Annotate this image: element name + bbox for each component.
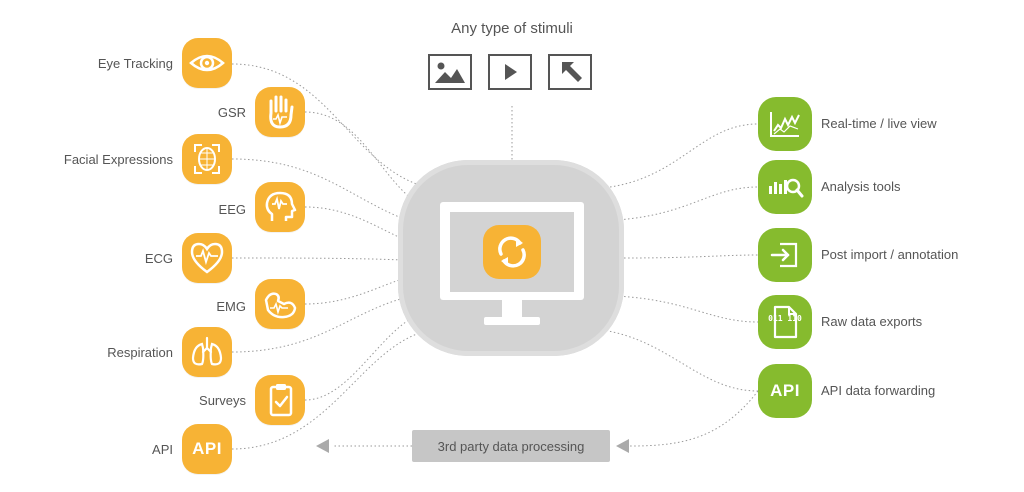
hand-gsr-icon xyxy=(255,87,305,137)
connector-line xyxy=(623,254,759,259)
output-real-time-view: Real-time / live view xyxy=(758,97,998,151)
input-label: GSR xyxy=(217,105,246,120)
connector-line xyxy=(601,329,759,392)
sync-arrows-icon xyxy=(483,225,541,279)
input-emg: EMG xyxy=(0,279,305,329)
input-facial-expressions: Facial Expressions xyxy=(0,134,232,184)
connector-line xyxy=(304,277,407,305)
output-label: Real-time / live view xyxy=(821,116,937,131)
output-label: Post import / annotation xyxy=(821,247,959,262)
monitor-base xyxy=(484,317,540,325)
clipboard-check-icon xyxy=(255,375,305,425)
output-label: Analysis tools xyxy=(821,179,901,194)
third-party-processing-box: 3rd party data processing xyxy=(412,430,610,462)
output-post-import: Post import / annotation xyxy=(758,228,998,282)
connector-line xyxy=(615,186,759,221)
cursor-stimulus-icon xyxy=(548,54,592,90)
input-ecg: ECG xyxy=(0,233,232,283)
binary-file-icon: 011 110 xyxy=(758,295,812,349)
lungs-icon xyxy=(182,327,232,377)
connector-line xyxy=(601,123,759,189)
image-stimulus-icon xyxy=(428,54,472,90)
monitor-stand xyxy=(502,300,522,318)
stimuli-title: Any type of stimuli xyxy=(451,20,573,37)
input-label: ECG xyxy=(144,251,173,266)
third-party-label: 3rd party data processing xyxy=(437,438,585,454)
arrow-left-icon xyxy=(616,439,629,453)
face-grid-icon xyxy=(182,134,232,184)
output-raw-data-exports: 011 110 Raw data exports xyxy=(758,295,998,349)
live-chart-icon xyxy=(758,97,812,151)
input-gsr: GSR xyxy=(0,87,305,137)
connector-line xyxy=(304,206,407,241)
input-label: Eye Tracking xyxy=(97,56,173,71)
api-badge-text: API xyxy=(192,439,222,458)
output-api-forwarding: API API data forwarding xyxy=(758,364,998,418)
arm-muscle-icon xyxy=(255,279,305,329)
output-label: API data forwarding xyxy=(821,383,936,398)
connector-line xyxy=(615,295,759,323)
input-respiration: Respiration xyxy=(0,327,232,377)
api-badge: API xyxy=(182,424,232,474)
import-icon xyxy=(758,228,812,282)
connector-line xyxy=(304,111,421,206)
heart-pulse-icon xyxy=(182,233,232,283)
input-label: Surveys xyxy=(199,393,246,408)
arrow-left-icon xyxy=(316,439,329,453)
connector-line xyxy=(304,313,421,401)
input-label: EEG xyxy=(218,202,246,217)
eye-icon xyxy=(182,38,232,88)
output-analysis-tools: Analysis tools xyxy=(758,160,998,214)
input-label: EMG xyxy=(216,299,246,314)
input-label: Facial Expressions xyxy=(63,152,173,167)
input-label: API xyxy=(152,442,173,457)
api-badge-text: API xyxy=(770,381,800,400)
connector-line xyxy=(629,390,759,447)
input-label: Respiration xyxy=(107,345,173,360)
output-label: Raw data exports xyxy=(821,314,923,329)
connector-line xyxy=(231,257,405,261)
input-eeg: EEG xyxy=(0,182,305,232)
input-eye-tracking: Eye Tracking xyxy=(0,38,232,90)
video-stimulus-icon xyxy=(488,54,532,90)
binary-digits: 011 110 xyxy=(768,314,802,323)
input-surveys: Surveys xyxy=(0,375,305,425)
api-badge: API xyxy=(758,364,812,418)
bar-chart-magnifier-icon xyxy=(758,160,812,214)
head-brain-icon xyxy=(255,182,305,232)
input-api: API API xyxy=(0,424,232,474)
